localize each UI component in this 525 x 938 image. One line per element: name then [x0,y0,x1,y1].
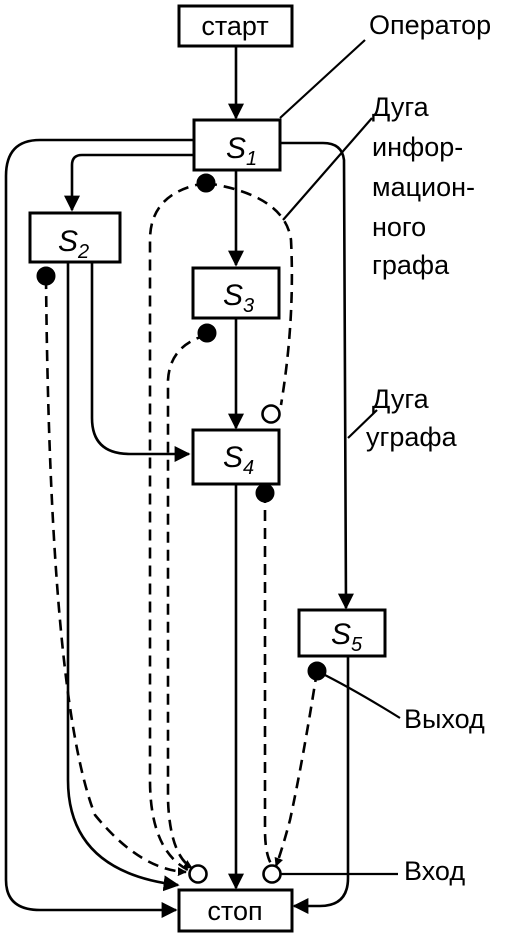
output-port-s4 [255,483,275,503]
node-s2-label: S2 [58,225,89,263]
node-s5-label: S5 [331,618,363,656]
leader-operator [279,39,366,119]
input-port-stop-left [188,864,208,884]
annotations: Оператор Дуга инфор- мацион- ного графа … [366,10,491,886]
node-s3: S3 [191,266,281,320]
annotation-ugraph-arc: Дуга уграфа [366,384,458,452]
input-ports [188,404,282,884]
node-stop-label: стоп [207,896,262,926]
output-port-s3 [197,323,217,343]
output-port-s1 [196,173,216,193]
annotation-info-arc: Дуга инфор- мацион- ного графа [372,92,483,280]
arc-s1-s2 [64,153,194,212]
node-stop: стоп [177,888,294,933]
node-s1: S1 [192,118,282,172]
output-ports [36,173,327,681]
callout-leaders [279,39,401,876]
annotation-operator: Оператор [369,10,491,40]
info-arc-s5-stop [274,670,319,867]
node-s4-label: S4 [223,441,254,479]
node-s3-label: S3 [223,279,254,317]
annotation-input: Вход [404,856,465,886]
info-arc-s2-stop [44,277,187,877]
node-s4: S4 [191,428,281,486]
node-start-label: старт [201,11,268,41]
arc-s2-stop [66,262,180,892]
control-flow-arcs [4,47,354,918]
node-s5: S5 [297,608,387,658]
leader-info-arc [282,117,373,221]
node-s1-label: S1 [226,132,257,170]
arc-s5-stop [292,656,350,914]
annotation-output: Выход [404,704,485,734]
info-arc-s3-stop [166,333,208,870]
node-start: старт [177,4,294,48]
output-port-s2 [36,266,56,286]
leader-output [318,671,401,719]
info-arc-s1-stop [148,181,207,872]
node-s2: S2 [28,211,122,264]
info-arc-s1-s4 [205,181,294,406]
input-port-stop-right [262,864,282,884]
information-arcs [44,181,319,877]
arc-s2-s4 [90,262,191,462]
input-port-s4 [261,404,281,424]
arc-s1-s5 [280,141,354,610]
arc-s1-stop-loop [4,138,194,918]
output-port-s5 [307,661,327,681]
info-arc-s4-stop [263,492,276,869]
leader-ugraph-arc [347,409,378,439]
